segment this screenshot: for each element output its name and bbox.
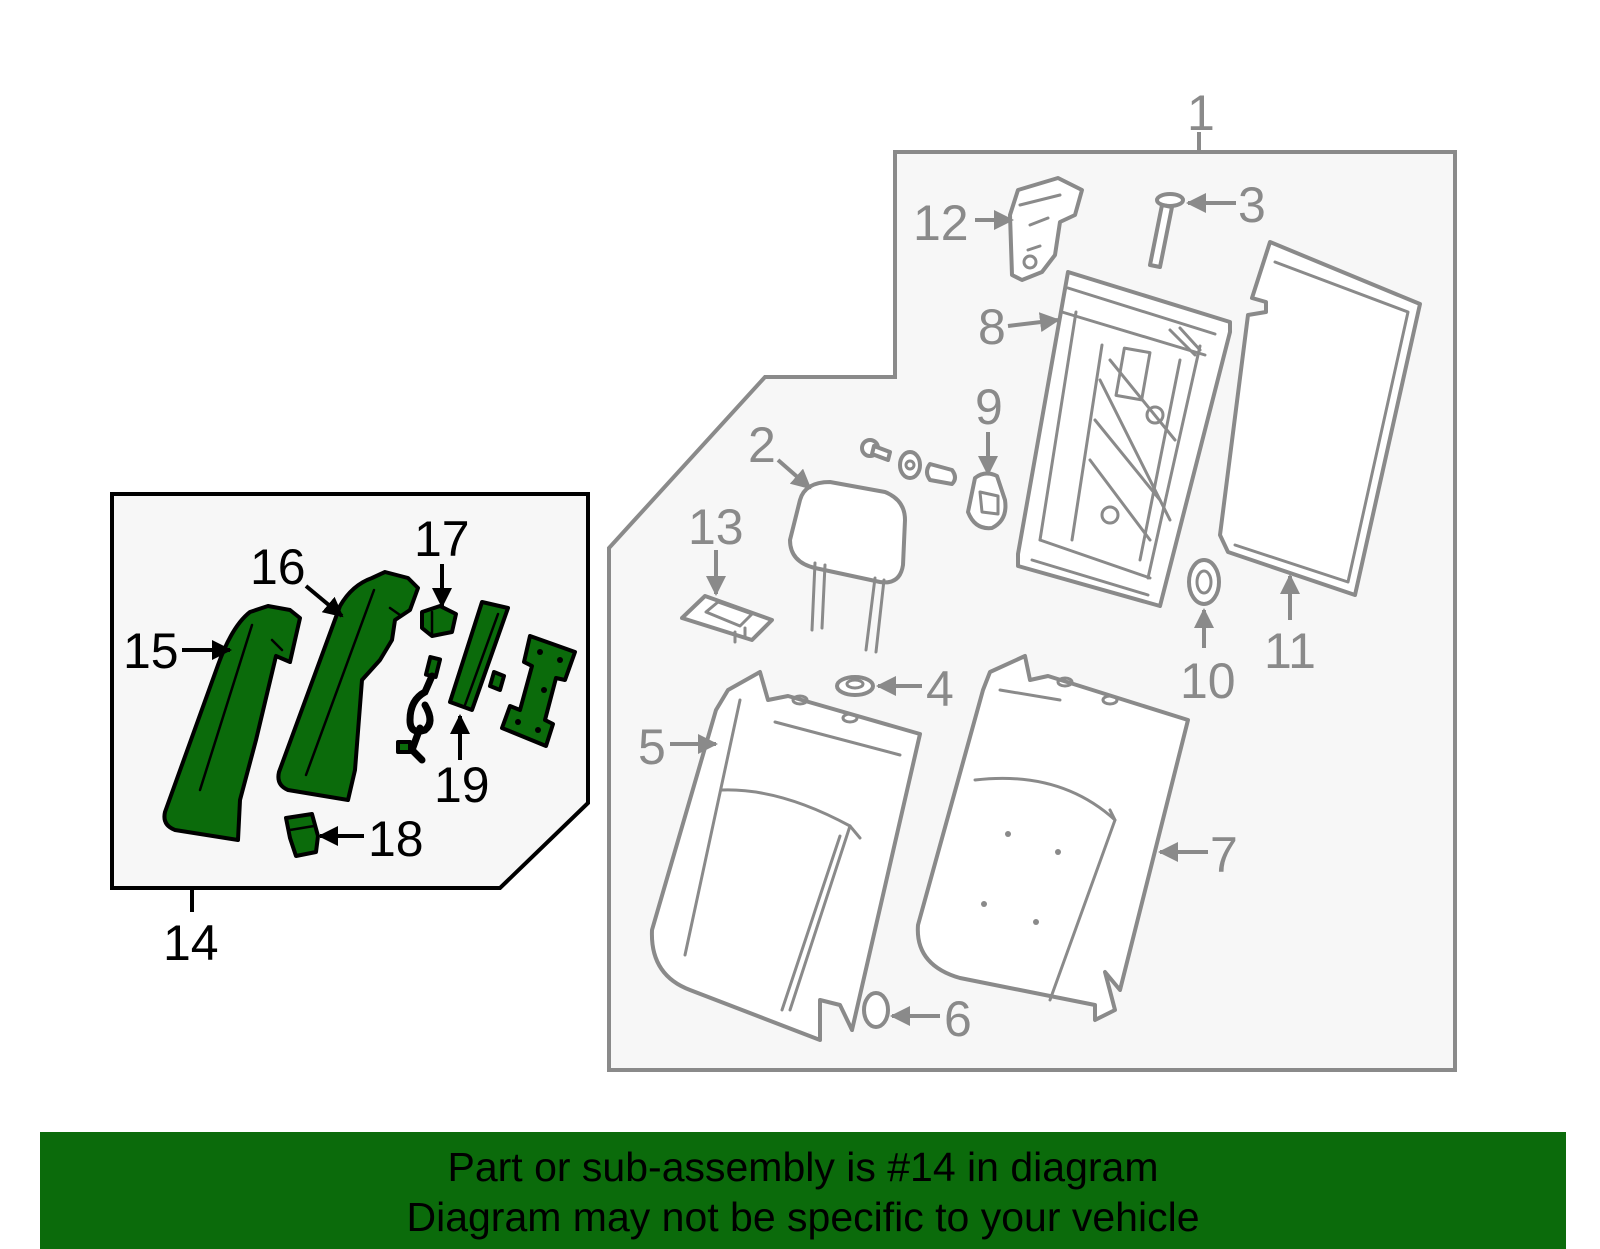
- callout-17: 17: [414, 511, 470, 567]
- callout-11: 11: [1264, 623, 1316, 679]
- part-16-armrest-pad: [276, 570, 420, 802]
- part-4-cap: [835, 675, 875, 697]
- callout-3: 3: [1238, 177, 1266, 233]
- callout-16: 16: [250, 539, 306, 595]
- callout-1: 1: [1187, 85, 1215, 141]
- part-8-seat-frame: [1016, 270, 1232, 608]
- callout-10: 10: [1180, 653, 1236, 709]
- callout-12: 12: [913, 195, 969, 251]
- callout-13: 13: [688, 499, 744, 555]
- part-17-latch: [420, 604, 458, 638]
- part-15-armrest-cover: [162, 604, 302, 842]
- leader-8: [1007, 312, 1060, 333]
- part-9-hardware: [860, 438, 957, 486]
- banner-line-2: Diagram may not be specific to your vehi…: [406, 1194, 1200, 1240]
- banner-line-1: Part or sub-assembly is #14 in diagram: [447, 1144, 1159, 1190]
- part-3-bolt: [1148, 192, 1185, 269]
- part-18-clip: [284, 812, 320, 858]
- callout-9: 9: [975, 379, 1003, 435]
- callout-14: 14: [163, 915, 219, 971]
- callout-5: 5: [638, 719, 666, 775]
- callout-2: 2: [748, 417, 776, 473]
- leader-2: [776, 458, 812, 490]
- part-19-tray: [448, 600, 510, 712]
- callout-19: 19: [434, 757, 490, 813]
- callout-18: 18: [368, 811, 424, 867]
- part-10-grommet: [1187, 558, 1221, 606]
- part-9-guide: [966, 471, 1008, 531]
- callout-6: 6: [944, 991, 972, 1047]
- part-5-seat-back-cover: [649, 670, 922, 1042]
- cable-assembly: [396, 655, 443, 764]
- part-11-back-panel: [1218, 240, 1422, 597]
- info-banner: Part or sub-assembly is #14 in diagram D…: [40, 1132, 1566, 1249]
- mounting-bracket: [500, 634, 577, 748]
- part-12-bracket: [1008, 176, 1084, 282]
- callout-4: 4: [926, 661, 954, 717]
- callout-15: 15: [123, 623, 179, 679]
- leader-16: [304, 584, 344, 618]
- callout-7: 7: [1210, 827, 1238, 883]
- part-6-ring: [862, 991, 890, 1029]
- callout-8: 8: [978, 299, 1006, 355]
- part-2-headrest: [788, 480, 907, 654]
- part-7-seat-back-pad: [915, 654, 1190, 1022]
- part-13-bezel: [680, 594, 774, 644]
